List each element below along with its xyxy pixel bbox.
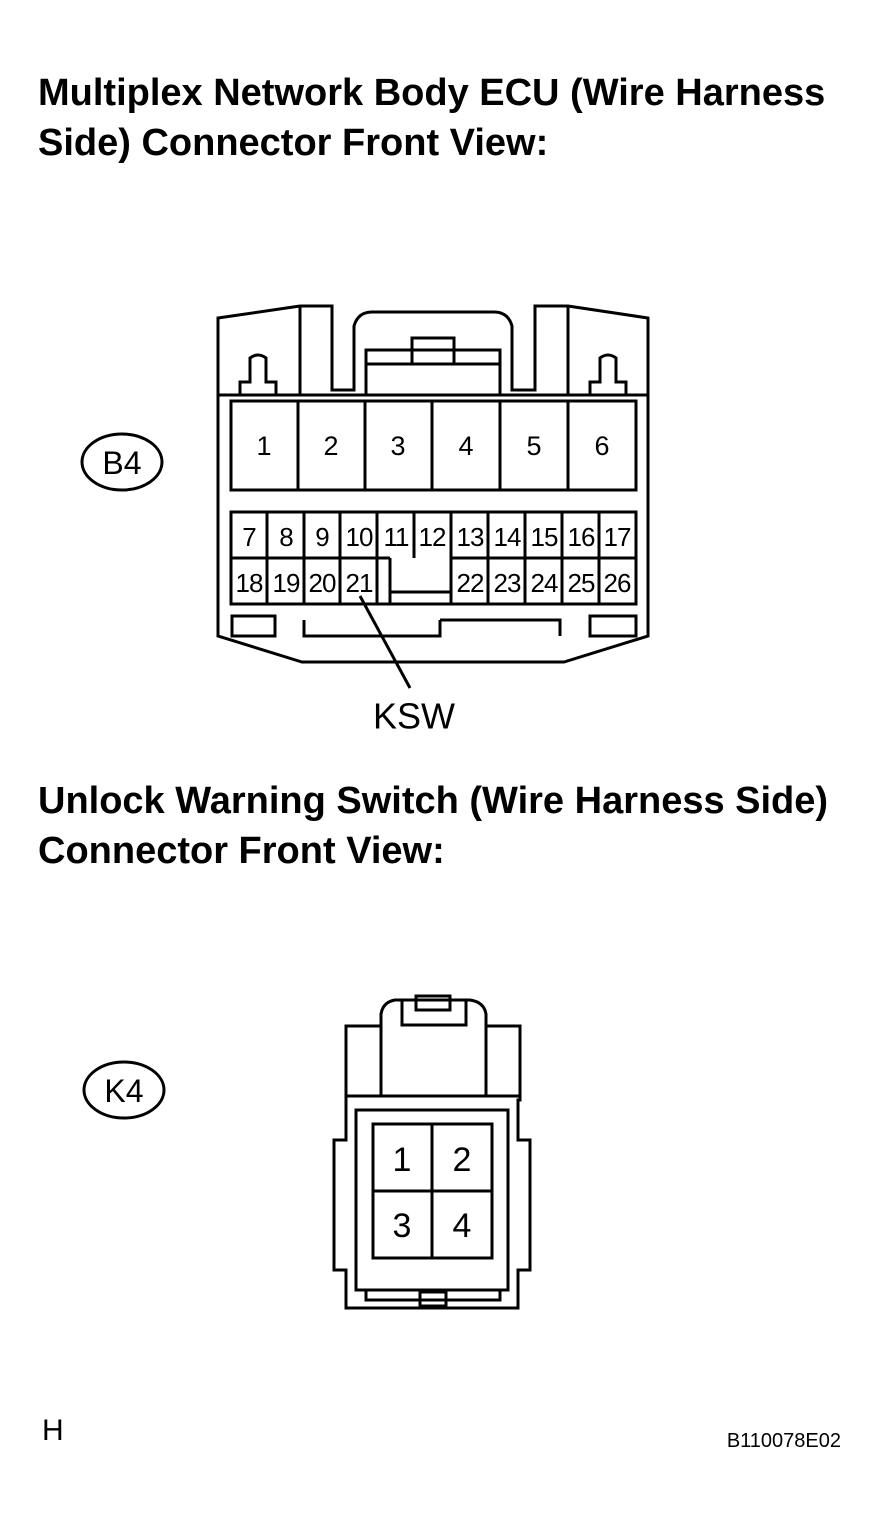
pin-8: 8 xyxy=(279,522,293,552)
pin-9: 9 xyxy=(315,522,329,552)
pin-20: 20 xyxy=(309,568,336,598)
pin-1: 1 xyxy=(256,431,271,461)
pin-21: 21 xyxy=(346,568,373,598)
pin-4: 4 xyxy=(458,431,473,461)
pin-6: 6 xyxy=(594,431,609,461)
pin-23: 23 xyxy=(494,568,521,598)
k4-connector-body xyxy=(332,998,532,1310)
ecu-connector-heading: Multiplex Network Body ECU (Wire Harness… xyxy=(38,72,826,164)
pin-7: 7 xyxy=(242,522,256,552)
pin-19: 19 xyxy=(273,568,300,598)
pin-18: 18 xyxy=(236,568,263,598)
k4-pin-2: 2 xyxy=(453,1141,472,1179)
pin-11: 11 xyxy=(384,522,410,552)
b4-top-row-pins: 7 8 9 10 11 12 13 14 15 16 17 xyxy=(242,522,632,552)
pin-25: 25 xyxy=(568,568,595,598)
pin-14: 14 xyxy=(494,522,521,552)
pin-24: 24 xyxy=(531,568,558,598)
connector-id-b4: B4 xyxy=(102,445,141,481)
k4-pin-4: 4 xyxy=(453,1207,472,1245)
figure-id: B110078E02 xyxy=(726,1430,841,1452)
pin-22: 22 xyxy=(457,568,484,598)
pin-2: 2 xyxy=(323,431,338,461)
pin-3: 3 xyxy=(390,431,405,461)
pin-5: 5 xyxy=(526,431,541,461)
b4-large-pins: 1 2 3 4 5 6 xyxy=(256,431,609,461)
pin-15: 15 xyxy=(531,522,558,552)
callout-ksw: KSW xyxy=(373,696,455,737)
pin-26: 26 xyxy=(604,568,631,598)
b4-bottom-row-pins: 18 19 20 21 22 23 24 25 26 xyxy=(236,568,632,598)
pin-17: 17 xyxy=(604,522,631,552)
pin-12: 12 xyxy=(419,522,446,552)
footer-left-code: H xyxy=(42,1414,64,1447)
pin-13: 13 xyxy=(457,522,484,552)
k4-pin-3: 3 xyxy=(393,1207,412,1245)
pin-16: 16 xyxy=(568,522,595,552)
connector-id-k4: K4 xyxy=(104,1073,143,1109)
switch-connector-heading: Unlock Warning Switch (Wire Harness Side… xyxy=(38,780,829,872)
k4-pin-1: 1 xyxy=(393,1141,412,1179)
pin-10: 10 xyxy=(346,522,373,552)
k4-pins: 1 2 3 4 xyxy=(393,1141,472,1245)
